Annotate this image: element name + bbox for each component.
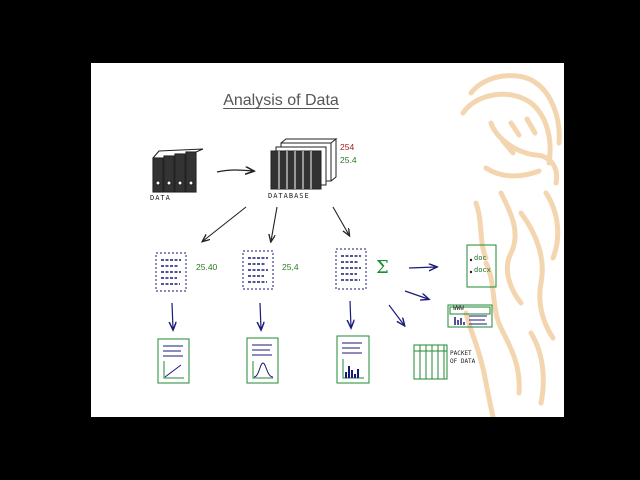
sum-sigma-symbol: Σ (376, 257, 389, 278)
arrow-sigma-to-www (404, 290, 428, 299)
arrow-sigma-to-doc (408, 267, 436, 268)
doc-files-icon (466, 244, 497, 288)
arrow-db-to-report3 (332, 206, 349, 235)
docx-label: docx (474, 266, 491, 274)
spreadsheet-icon (413, 344, 448, 380)
report2-value: 25,4 (282, 262, 299, 272)
database-icon (270, 137, 338, 190)
arrow-db-to-report2 (271, 206, 278, 241)
website-icon (447, 304, 493, 328)
arrow-data-to-database (216, 170, 253, 172)
bell-curve-doc-icon (246, 337, 279, 384)
lion-watermark (460, 73, 562, 417)
binders-icon (152, 148, 204, 193)
data-label: DATA (150, 194, 171, 202)
db-value-green: 25.4 (340, 155, 357, 165)
arrow-db-to-report1 (203, 206, 247, 241)
db-value-red: 254 (340, 142, 355, 152)
report-doc-3 (335, 248, 367, 290)
bar-chart-doc-icon (336, 335, 370, 384)
report1-value: 25.40 (196, 262, 218, 272)
arrow-sigma-to-packet (388, 304, 404, 325)
arrow-report1-to-chart (172, 302, 173, 329)
doc-label: doc (474, 254, 487, 262)
www-label: WWW (453, 305, 464, 312)
presentation-slide: Analysis of Data DATA DATABASE 254 25.4 … (91, 63, 564, 417)
report-doc-1 (155, 252, 187, 292)
line-chart-doc-icon (157, 338, 190, 384)
packet-label-line2: OF DATA (450, 358, 476, 365)
arrow-report3-to-chart (350, 300, 351, 327)
slide-title: Analysis of Data (223, 92, 339, 109)
database-label: DATABASE (268, 192, 310, 200)
packet-label-line1: PACKET (450, 350, 472, 357)
diagram-canvas (152, 73, 562, 417)
report-doc-2 (242, 250, 274, 290)
arrow-report2-to-chart (260, 302, 261, 329)
